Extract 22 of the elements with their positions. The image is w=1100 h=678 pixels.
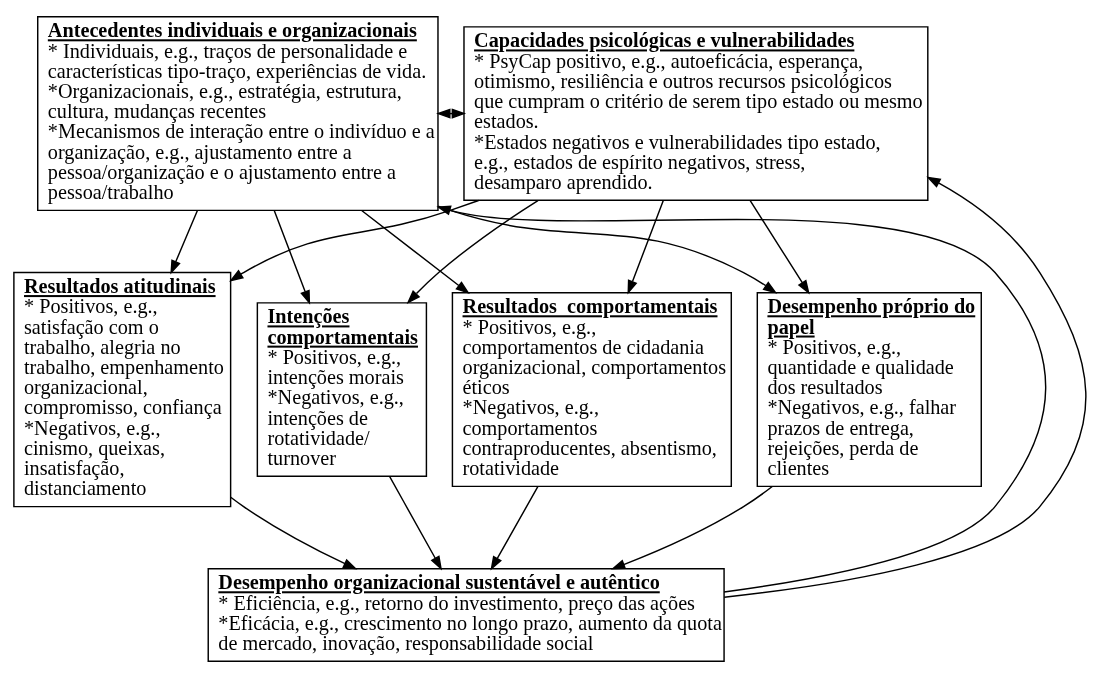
node-box: Resultados atitudinais * Positivos, e.g., satisfação com o trabalho, alegria no trabalho, empenhamento organizacional, compromisso, confiança *Negativos, e.g., cinismo, queixas, insatisfação, distanciamento: [13, 271, 232, 508]
node-box: Capacidades psicológicas e vulnerabilidades * PsyCap positivo, e.g., autoeficácia, esperança, otimismo, resiliência e outros recursos psicológicos que cumpram o critério de serem tipo estado ou mesmo estados. *Estados negativos e vulnerabilidades tipo estado, e.g., estados de espírito negativos, stress, desamparo aprendido.: [463, 26, 929, 201]
arrow: [230, 496, 358, 570]
node-box: Intenções comportamentais * Positivos, e.g., intenções morais *Negativos, e.g., intenções de rotatividade/ turnover: [256, 302, 428, 477]
node-box: Resultados comportamentais * Positivos, e.g., comportamentos de cidadania organizacional, comportamentos éticos *Negativos, e.g., comportamentos contraproducentes, absentismo, rotatividade: [451, 292, 732, 488]
arrow: [490, 485, 539, 571]
arrow: [723, 176, 1087, 598]
arrow: [436, 205, 1047, 593]
arrow: [170, 209, 199, 275]
arrow: [627, 199, 665, 295]
node-box: Antecedentes individuais e organizacionais * Individuais, e.g., traços de personalidade e características tipo-traço, experiências de vida. *Organizacionais, e.g., estratégia, estrutura, cultura, mudanças recentes *Mecanismos de interação entre o indivíduo e a organização, e.g., ajustamento entre a pessoa/organização e o ajustamento entre a pessoa/trabalho: [37, 16, 439, 212]
arrow: [388, 475, 443, 571]
arrow: [273, 209, 311, 305]
arrow: [437, 205, 778, 294]
arrow: [229, 199, 480, 282]
arrow: [436, 108, 467, 119]
arrow: [406, 199, 539, 304]
arrow: [749, 199, 810, 295]
arrow: [610, 485, 773, 570]
arrow: [360, 209, 470, 294]
node-box: Desempenho organizacional sustentável e autêntico * Eficiência, e.g., retorno do investimento, preço das ações *Eficácia, e.g., crescimento no longo prazo, aumento da quota de mercado, inovação, responsabilidade social: [207, 568, 725, 662]
node-box: Desempenho próprio do papel * Positivos, e.g., quantidade e qualidade dos resultados *Negativos, e.g., falhar prazos de entrega, rejeições, perda de clientes: [756, 292, 982, 488]
